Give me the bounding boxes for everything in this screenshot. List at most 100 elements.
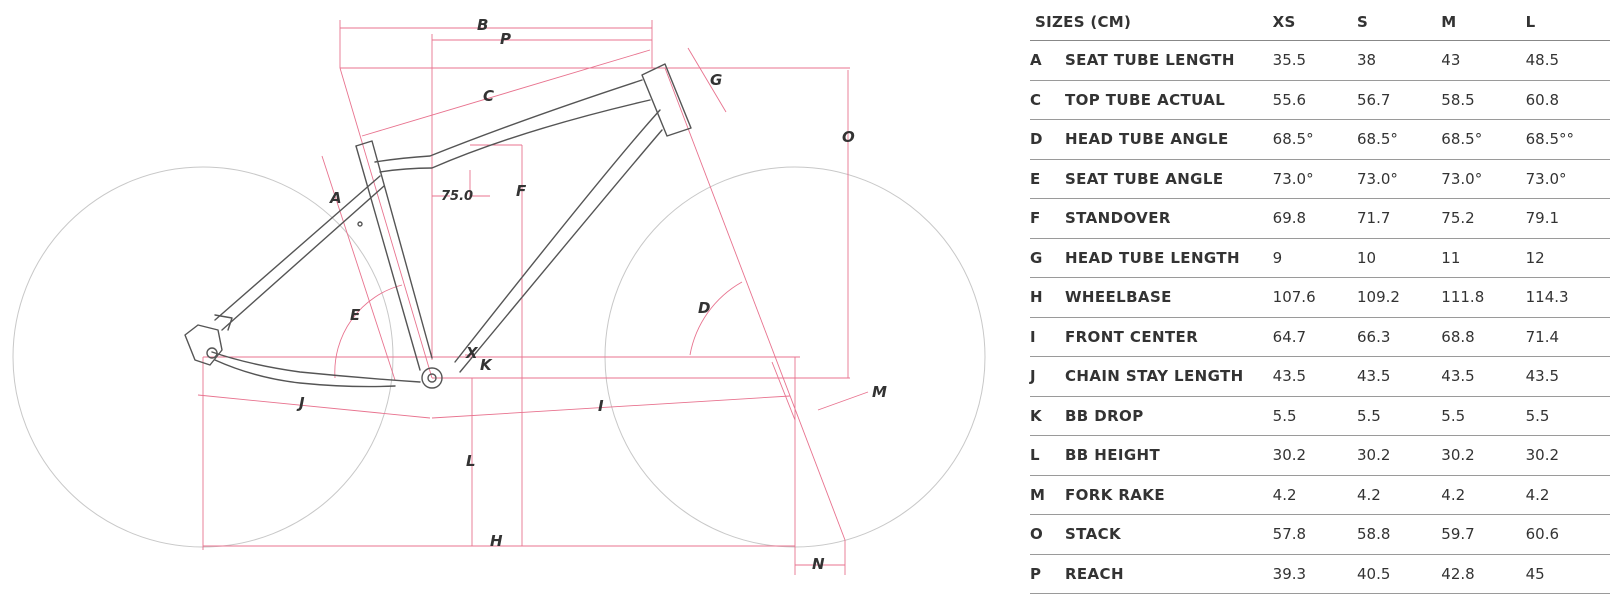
dim-label-m: M: [872, 383, 887, 401]
value-m: 42.8: [1441, 554, 1526, 594]
dim-label-e: E: [350, 306, 361, 324]
table-header-row: SIZES (CM) XS S M L: [1030, 4, 1610, 41]
measurement-name: CHAIN STAY LENGTH: [1064, 356, 1273, 397]
value-m: 43: [1441, 40, 1526, 81]
row-letter: A: [1030, 40, 1065, 81]
value-xs: 73.0°: [1272, 159, 1357, 199]
dim-label-a: A: [329, 189, 342, 207]
dim-label-n: N: [812, 555, 825, 573]
value-xs: 68.5°: [1272, 119, 1357, 160]
value-xs: 5.5: [1272, 396, 1357, 436]
value-m: 68.5°: [1441, 119, 1526, 160]
row-letter: J: [1030, 356, 1065, 397]
row-letter: F: [1030, 198, 1065, 239]
value-s: 71.7: [1356, 198, 1442, 239]
value-xs: 107.6: [1272, 277, 1357, 318]
dim-label-o: O: [842, 128, 855, 146]
value-s: 58.8: [1356, 514, 1442, 555]
dim-label-l: L: [466, 452, 476, 470]
dim-label-g: G: [710, 71, 722, 89]
row-letter: P: [1030, 554, 1065, 594]
value-m: 59.7: [1441, 514, 1526, 555]
dim-label-h: H: [490, 532, 503, 550]
value-m: 58.5: [1441, 80, 1526, 120]
dim-label-c: C: [483, 87, 494, 105]
angle-label-75: 75.0: [441, 189, 473, 204]
value-xs: 57.8: [1272, 514, 1357, 555]
dim-label-d: D: [698, 299, 710, 317]
value-xs: 69.8: [1272, 198, 1357, 239]
dim-label-k: K: [480, 356, 493, 374]
measurement-name: SEAT TUBE LENGTH: [1064, 40, 1273, 81]
value-l: 79.1: [1525, 198, 1610, 239]
value-m: 30.2: [1441, 435, 1526, 476]
value-s: 38: [1356, 40, 1442, 81]
measurement-name: REACH: [1064, 554, 1273, 594]
value-l: 71.4: [1525, 317, 1610, 357]
value-s: 66.3: [1356, 317, 1442, 357]
row-letter: C: [1030, 80, 1065, 120]
row-letter: O: [1030, 514, 1065, 555]
measurement-name: STACK: [1064, 514, 1273, 555]
value-l: 12: [1525, 238, 1610, 278]
value-m: 111.8: [1441, 277, 1526, 318]
measurement-name: FORK RAKE: [1064, 475, 1273, 515]
dim-label-f: F: [516, 182, 527, 200]
value-xs: 9: [1272, 238, 1357, 278]
value-xs: 35.5: [1272, 40, 1357, 81]
row-letter: G: [1030, 238, 1065, 278]
value-l: 60.8: [1525, 80, 1610, 120]
value-xs: 4.2: [1272, 475, 1357, 515]
value-xs: 55.6: [1272, 80, 1357, 120]
dim-label-i: I: [598, 397, 604, 415]
measurement-name: BB HEIGHT: [1064, 435, 1273, 476]
row-letter: K: [1030, 396, 1065, 436]
measurement-name: SEAT TUBE ANGLE: [1064, 159, 1273, 199]
measurement-name: HEAD TUBE ANGLE: [1064, 119, 1273, 160]
value-l: 30.2: [1525, 435, 1610, 476]
dim-label-p: P: [500, 30, 511, 48]
value-s: 40.5: [1356, 554, 1442, 594]
value-l: 60.6: [1525, 514, 1610, 555]
row-letter: E: [1030, 159, 1065, 199]
value-s: 4.2: [1356, 475, 1442, 515]
bike-frame: [184, 63, 692, 389]
value-xs: 30.2: [1272, 435, 1357, 476]
column-header-sizes: SIZES (CM): [1030, 4, 1273, 41]
dim-label-b: B: [477, 16, 488, 34]
value-s: 56.7: [1356, 80, 1442, 120]
dimension-lines: [197, 20, 869, 575]
value-s: 30.2: [1356, 435, 1442, 476]
value-l: 43.5: [1525, 356, 1610, 397]
column-header-m: M: [1441, 4, 1526, 41]
value-s: 68.5°: [1356, 119, 1442, 160]
value-m: 75.2: [1441, 198, 1526, 239]
row-letter: H: [1030, 277, 1065, 318]
column-header-xs: XS: [1272, 4, 1357, 41]
row-letter: D: [1030, 119, 1065, 160]
dim-label-x: X: [465, 344, 479, 362]
row-letter: I: [1030, 317, 1065, 357]
value-s: 10: [1356, 238, 1442, 278]
value-l: 73.0°: [1525, 159, 1610, 199]
measurement-name: STANDOVER: [1064, 198, 1273, 239]
value-m: 4.2: [1441, 475, 1526, 515]
measurement-name: BB DROP: [1064, 396, 1273, 436]
value-s: 43.5: [1356, 356, 1442, 397]
column-header-s: S: [1356, 4, 1442, 41]
value-l: 48.5: [1525, 40, 1610, 81]
value-l: 68.5°°: [1525, 119, 1610, 160]
